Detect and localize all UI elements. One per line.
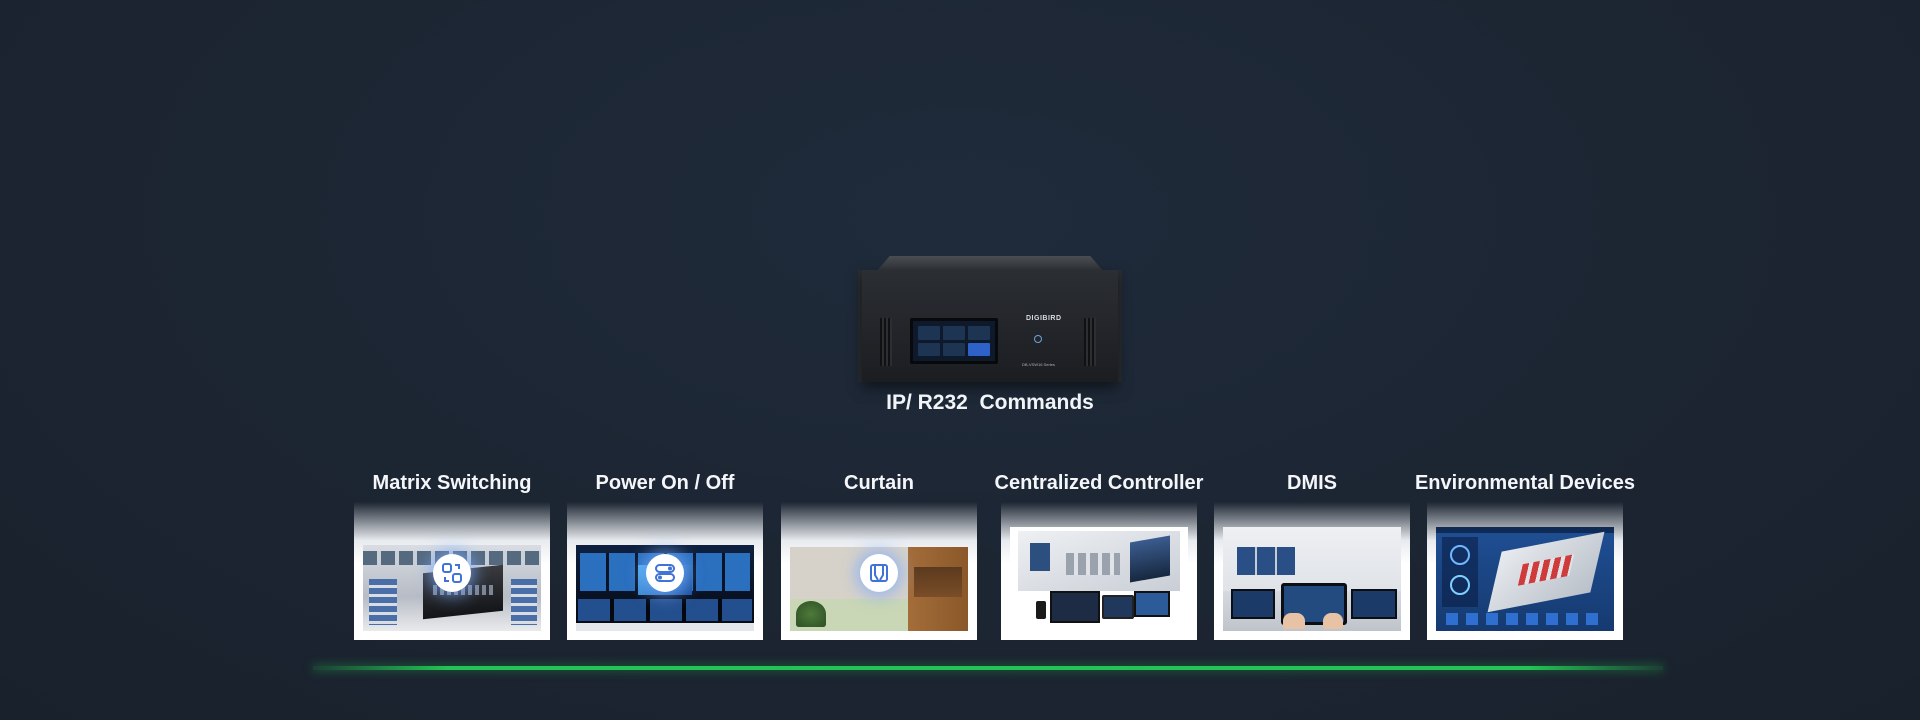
accent-divider-line bbox=[313, 666, 1663, 670]
device-front-panel: DIGIBIRD DB-VSW16 Series bbox=[862, 270, 1118, 382]
tile-label: Power On / Off bbox=[595, 472, 735, 494]
swap-arrows-icon bbox=[433, 554, 471, 592]
environmental-dashboard-photo bbox=[1436, 527, 1614, 631]
tile-frame bbox=[781, 502, 977, 640]
tile-label: Matrix Switching bbox=[372, 472, 532, 494]
tile-label: Environmental Devices bbox=[1414, 472, 1636, 494]
tile-frame bbox=[1214, 502, 1410, 640]
tile-label: Centralized Controller bbox=[994, 472, 1204, 494]
curtain-icon bbox=[860, 554, 898, 592]
tile-frame bbox=[1001, 502, 1197, 640]
device-brand-logo: DIGIBIRD bbox=[1026, 315, 1062, 322]
device-model-text: DB-VSW16 Series bbox=[1022, 362, 1055, 367]
tile-label: Curtain bbox=[844, 472, 914, 494]
device-vent-right bbox=[1084, 318, 1096, 366]
hero-caption: IP/ R232 Commands bbox=[886, 391, 1094, 414]
centralized-controller-photo bbox=[1010, 527, 1188, 631]
device-touch-screen bbox=[910, 318, 998, 364]
tile-frame bbox=[567, 502, 763, 640]
controller-device-image: DIGIBIRD DB-VSW16 Series bbox=[858, 256, 1122, 384]
tile-frame bbox=[1427, 502, 1623, 640]
tile-frame bbox=[354, 502, 550, 640]
power-button-icon bbox=[1034, 335, 1042, 343]
toggle-switch-icon bbox=[646, 554, 684, 592]
device-vent-left bbox=[880, 318, 892, 366]
dmis-photo bbox=[1223, 527, 1401, 631]
tile-label: DMIS bbox=[1287, 472, 1337, 494]
curtain-photo bbox=[790, 547, 968, 631]
device-top-panel bbox=[876, 256, 1104, 272]
